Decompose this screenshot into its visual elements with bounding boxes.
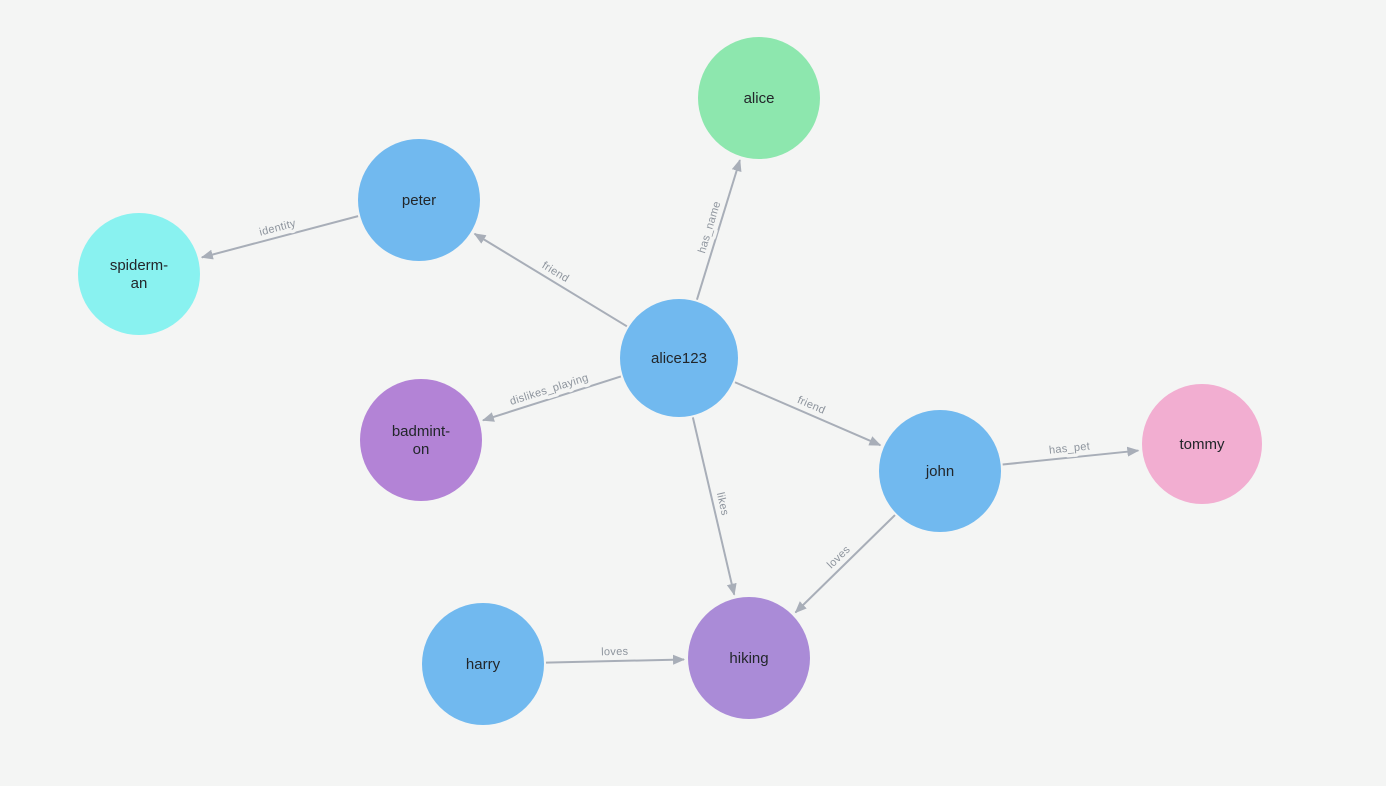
relationship-arrow [695,159,742,300]
node-alice123[interactable]: alice123 [620,299,738,417]
relationship-arrow [794,514,896,614]
node-circle [879,410,1001,532]
edge-alice123-friend-john[interactable]: friend [734,381,882,447]
node-circle [360,379,482,501]
node-alice[interactable]: alice [698,37,820,159]
edge-label[interactable]: identity [255,214,301,242]
edge-label[interactable]: likes [710,488,734,521]
relationship-arrow [481,375,622,422]
relationship-arrow [200,215,359,260]
nodes-layer: alice peter spiderm-an alice123 badmint-on jo… [78,37,1262,725]
edge-label[interactable]: has_pet [1045,437,1094,460]
node-john[interactable]: john [879,410,1001,532]
edge-label[interactable]: friend [536,256,574,288]
relationship-arrow [691,417,737,596]
edge-alice123-likes-hiking[interactable]: likes [691,417,737,596]
edge-harry-loves-hiking[interactable]: loves [545,642,686,665]
edge-alice123-has_name-alice[interactable]: has_name [693,159,742,300]
node-spiderman[interactable]: spiderm-an [78,213,200,335]
node-circle [698,37,820,159]
edge-label[interactable]: friend [792,391,831,421]
edge-john-loves-hiking[interactable]: loves [794,514,896,614]
node-circle [1142,384,1262,504]
relationship-arrow [473,232,628,328]
edge-label[interactable]: loves [598,642,633,662]
node-circle [358,139,480,261]
relationship-arrow [734,381,882,447]
edge-john-has_pet-tommy[interactable]: has_pet [1002,437,1140,466]
node-peter[interactable]: peter [358,139,480,261]
edge-label[interactable]: loves [822,540,857,575]
node-badminton[interactable]: badmint-on [360,379,482,501]
node-hiking[interactable]: hiking [688,597,810,719]
node-circle [620,299,738,417]
node-tommy[interactable]: tommy [1142,384,1262,504]
node-circle [78,213,200,335]
node-circle [688,597,810,719]
relationship-arrow [1002,446,1140,466]
relationship-arrow [545,654,686,665]
node-circle [422,603,544,725]
edge-alice123-friend-peter[interactable]: friend [473,232,628,328]
node-harry[interactable]: harry [422,603,544,725]
edge-alice123-dislikes_playing-badminton[interactable]: dislikes_playing [481,368,622,422]
edge-peter-identity-spiderman[interactable]: identity [200,214,359,260]
